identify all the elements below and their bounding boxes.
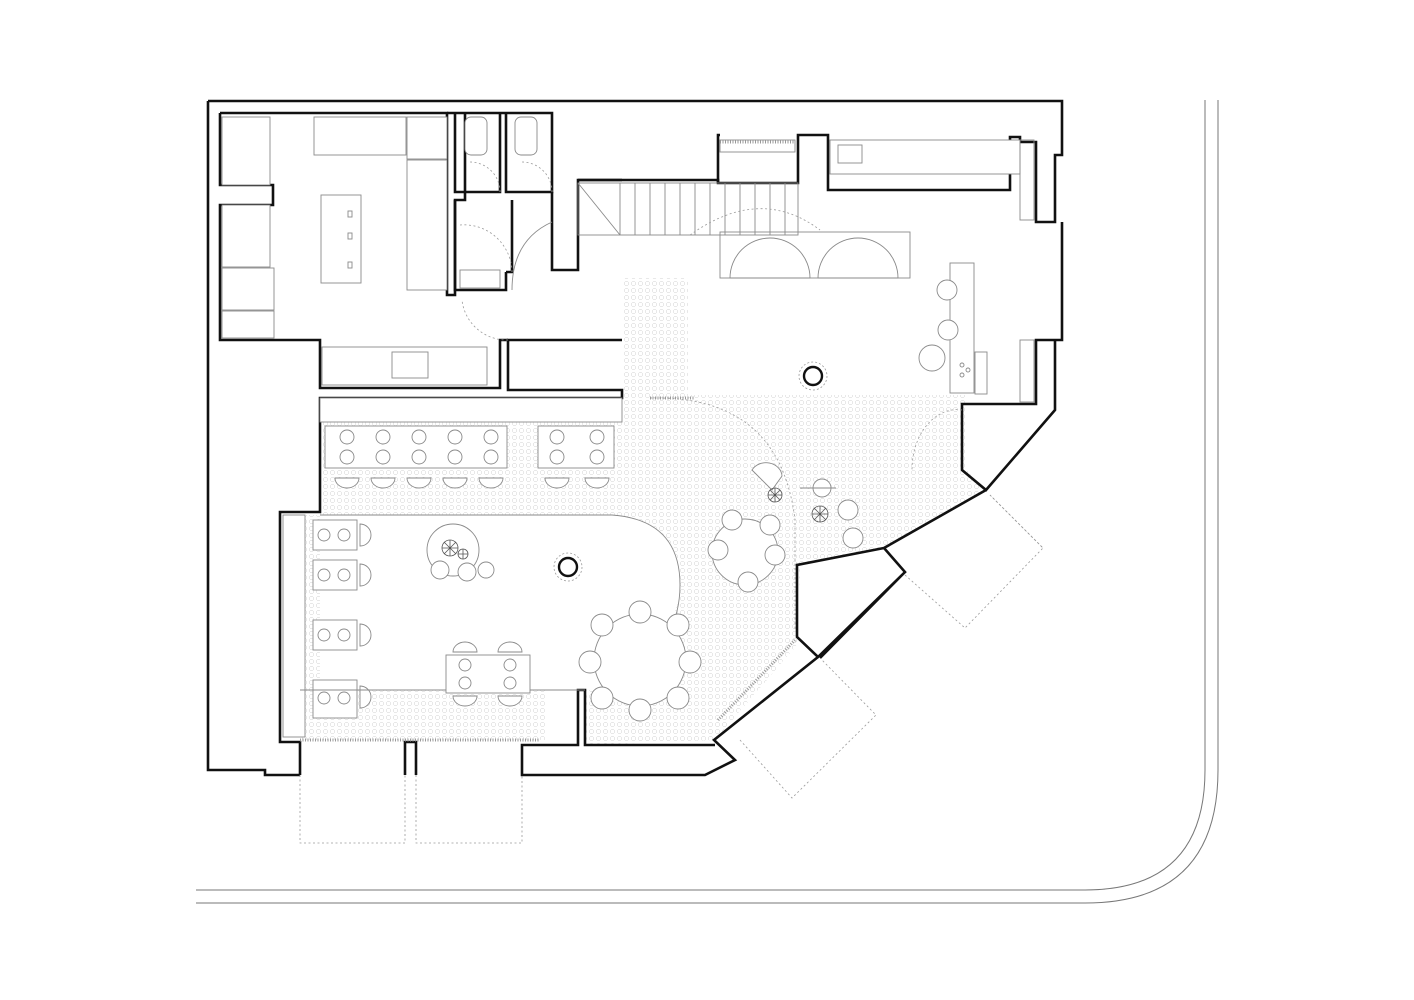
floor-pattern — [300, 278, 985, 745]
table-group-b — [537, 425, 615, 489]
bottom-tables — [445, 641, 531, 707]
round-table-small — [426, 523, 495, 582]
circulation-arcs — [461, 221, 963, 630]
street-curb — [196, 100, 1219, 904]
structural-columns — [553, 361, 828, 582]
terrace-outline — [299, 494, 1044, 844]
facade-railings — [300, 140, 797, 742]
entrance-lounge — [751, 462, 864, 549]
round-table-medium — [707, 509, 786, 593]
plant-icon — [767, 487, 829, 523]
staircase — [577, 139, 821, 236]
banquette-row — [319, 397, 623, 489]
table-group-a — [324, 425, 508, 489]
round-table-large — [578, 600, 702, 722]
bar-counter — [719, 139, 1035, 403]
wall-tables — [282, 514, 372, 738]
kitchen-area — [218, 111, 508, 390]
restroom-stalls — [447, 111, 622, 292]
plant-icon — [441, 539, 469, 560]
